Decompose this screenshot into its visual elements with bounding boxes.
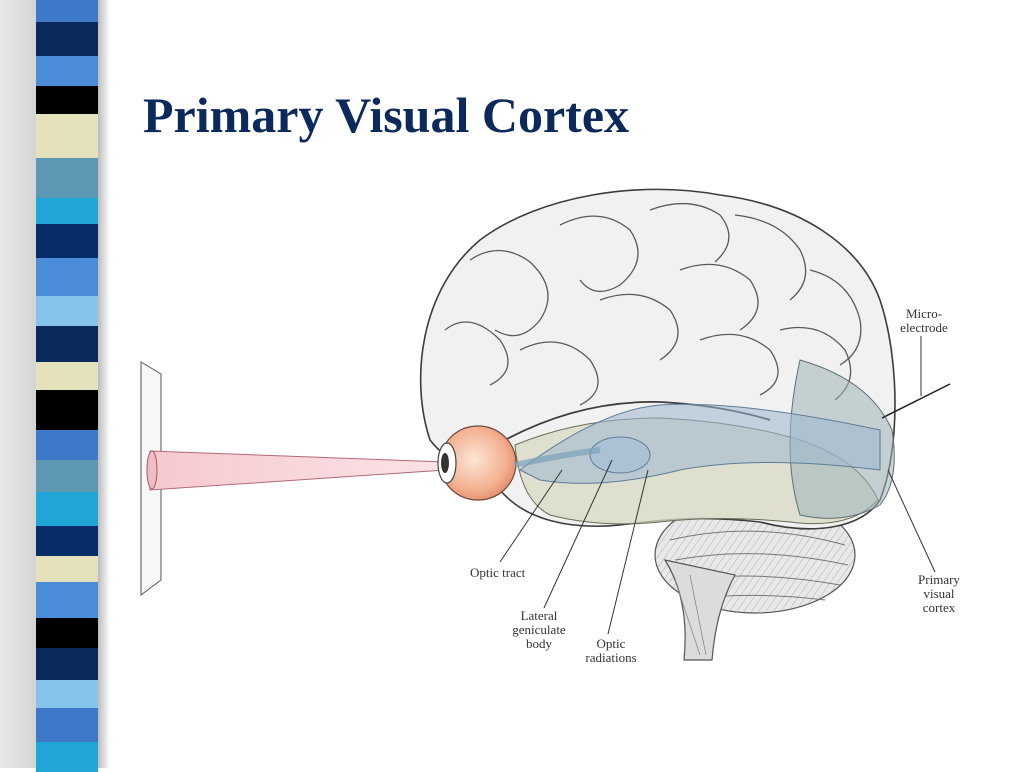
stripe xyxy=(36,680,98,708)
cerebrum xyxy=(419,188,896,530)
beam-origin xyxy=(146,450,158,490)
label-microelectrode-line1: Micro- xyxy=(906,306,942,321)
stripe xyxy=(36,22,98,56)
brainstem xyxy=(663,559,736,661)
label-optic-radiations-line2: radiations xyxy=(585,650,636,665)
label-primary-visual-cortex-line1: Primary xyxy=(918,572,960,587)
stripe xyxy=(36,326,98,362)
decorative-stripe-bar xyxy=(36,0,98,772)
label-microelectrode-line2: electrode xyxy=(900,320,948,335)
label-lgn-line2: geniculate xyxy=(512,622,566,637)
stripe xyxy=(36,618,98,648)
stripe xyxy=(36,0,98,22)
light-beam xyxy=(149,450,446,491)
leader-lines xyxy=(499,336,936,635)
stripe xyxy=(36,390,98,430)
stripe xyxy=(36,556,98,582)
label-lgn-line1: Lateral xyxy=(521,608,558,623)
left-shadow xyxy=(0,0,36,768)
stripe xyxy=(36,492,98,526)
stripe xyxy=(36,460,98,492)
label-primary-visual-cortex-line2: visual xyxy=(923,586,954,601)
stripe xyxy=(36,582,98,618)
stripe xyxy=(36,742,98,772)
label-lgn-line3: body xyxy=(526,636,553,651)
stripe xyxy=(36,648,98,680)
lgn-structure xyxy=(589,436,651,474)
stripe xyxy=(36,296,98,326)
label-optic-radiations-line1: Optic xyxy=(597,636,626,651)
stripe xyxy=(36,258,98,296)
label-optic-tract: Optic tract xyxy=(470,565,526,580)
stripe xyxy=(36,114,98,158)
stripe xyxy=(36,526,98,556)
bar-shadow xyxy=(98,0,110,768)
label-primary-visual-cortex-line3: cortex xyxy=(923,600,956,615)
optic-tract-path xyxy=(514,447,601,468)
eye xyxy=(437,425,517,501)
stripe xyxy=(36,198,98,224)
stripe xyxy=(36,430,98,460)
microelectrode xyxy=(881,383,951,419)
stripe xyxy=(36,56,98,86)
slide-title: Primary Visual Cortex xyxy=(143,87,630,143)
stripe xyxy=(36,708,98,742)
stripe xyxy=(36,362,98,390)
stripe xyxy=(36,86,98,114)
stripe xyxy=(36,158,98,198)
stripe xyxy=(36,224,98,258)
